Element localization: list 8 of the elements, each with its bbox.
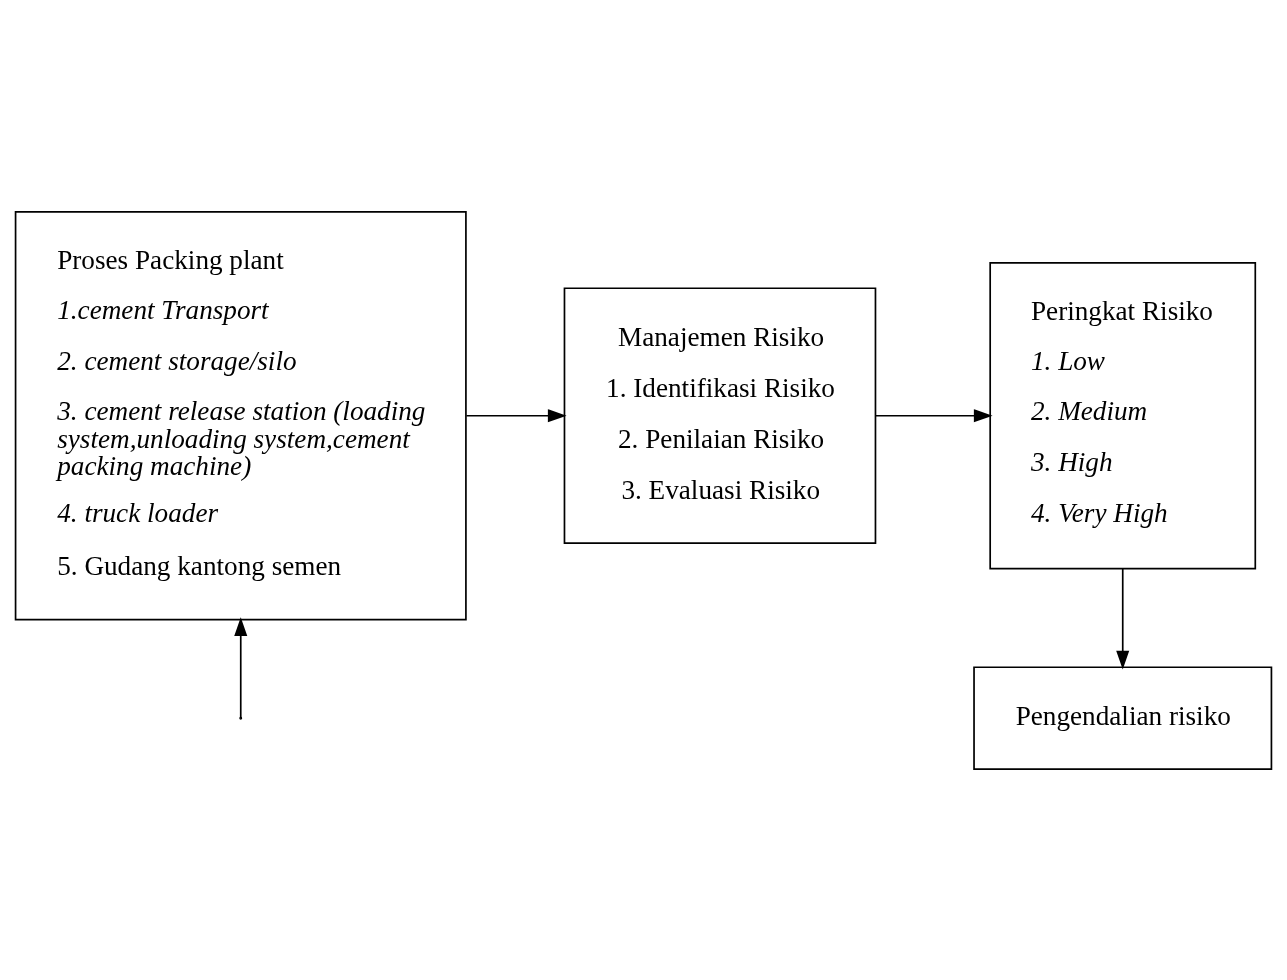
node-box: Proses Packing plant 1.cement Transport 2. cement storage/silo 3. cement release station (loading system,unloading system,cement packing machine) 4. truck loader 5. Gudang kantong semen (14, 210, 467, 620)
node-box: Peringkat Risiko 1. Low 2. Medium 3. High 4. Very High (989, 261, 1257, 569)
arrow (234, 616, 248, 718)
arrow (874, 408, 993, 422)
node-box: Manajemen Risiko 1. Identifikasi Risiko 2. Penilaian Risiko 3. Evaluasi Risiko (563, 286, 877, 544)
arrow (1116, 567, 1130, 669)
node-box: Pengendalian risiko (973, 665, 1273, 770)
arrow (465, 408, 567, 422)
